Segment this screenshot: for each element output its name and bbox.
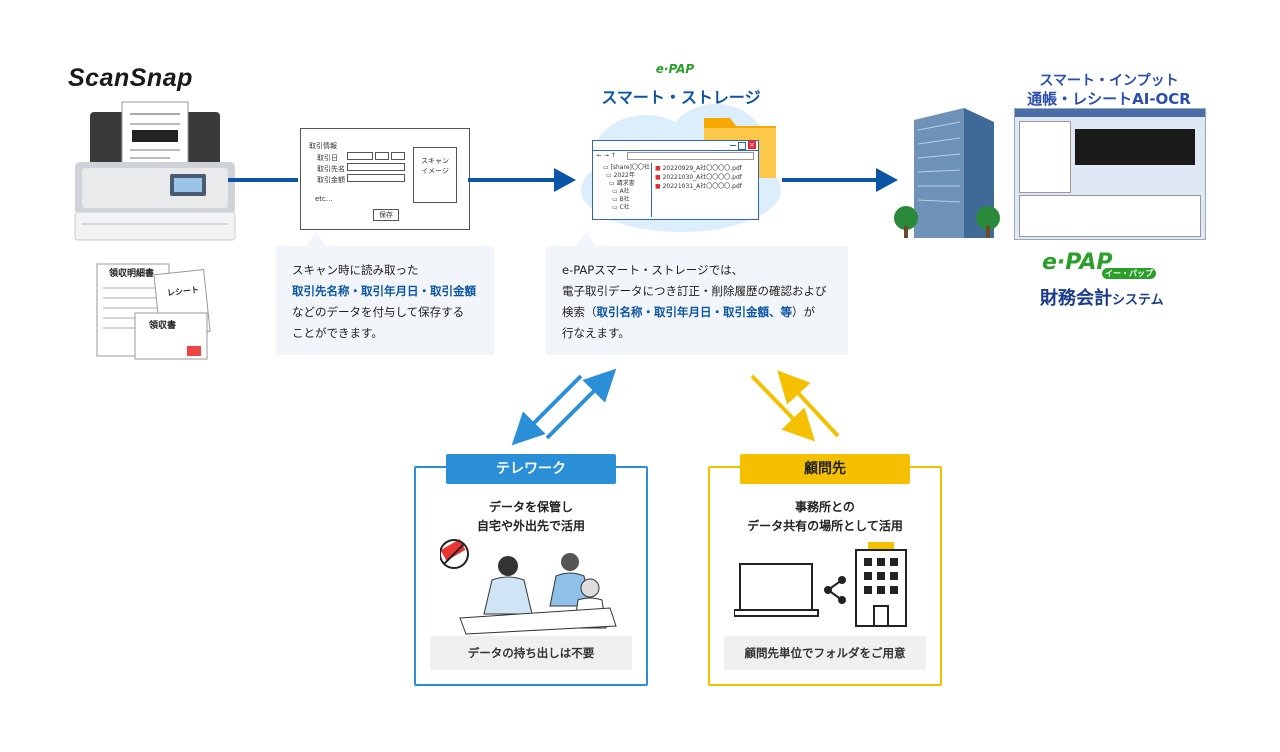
form-field-date-label: 取引日: [317, 154, 338, 162]
zaimu-logo: e·PAP イー・パップ 財務会計システム: [1040, 250, 1190, 310]
ryoshusho-label: 領収書: [149, 321, 177, 331]
date-input-day: [391, 152, 405, 160]
app-data-table: [1019, 195, 1201, 237]
callout-mid-line4: 行なえます。: [562, 326, 630, 340]
date-input-month: [375, 152, 389, 160]
window-titlebar: ×: [593, 141, 758, 151]
callout-storage: e-PAPスマート・ストレージでは、 電子取引データにつき訂正・削除履歴の確認お…: [546, 232, 848, 355]
flow-arrow-3: [782, 178, 878, 182]
address-bar: [627, 152, 754, 160]
callout-left-line3: などのデータを付与して保存する: [292, 305, 465, 319]
file-item: ■ 20221031_A社〇〇〇〇.pdf: [655, 183, 742, 190]
advisor-panel: 顧問先 事務所との データ共有の場所として活用 顧問先単位でフォルダをご用意: [708, 454, 942, 686]
advisor-title: 顧問先: [740, 454, 910, 484]
callout-mid-line2: 電子取引データにつき訂正・削除履歴の確認および: [562, 284, 827, 298]
storage-brand-logo: e·PAP: [655, 62, 695, 76]
form-header: 取引情報: [309, 142, 337, 150]
close-icon: ×: [748, 141, 756, 149]
app-image-strip: [1075, 129, 1195, 165]
tree-item: ▭ 2022年: [606, 172, 635, 179]
amount-input: [347, 174, 405, 182]
zaimu-title: 財務会計システム: [1040, 288, 1164, 309]
file-item: ■ 20221030_A社〇〇〇〇.pdf: [655, 174, 742, 181]
receipt-meisai-label: 領収明細書: [109, 269, 155, 279]
transaction-form: 取引情報 取引日 取引先名 取引金額 etc... スキャン イメージ 保存: [300, 128, 470, 230]
smart-input-title: スマート・インプット: [1039, 73, 1179, 89]
storage-title: スマート・ストレージ: [601, 88, 761, 107]
advisor-footer: 顧問先単位でフォルダをご用意: [724, 636, 926, 670]
save-button: 保存: [373, 209, 399, 221]
advisor-sync-arrows: [750, 370, 840, 442]
meeting-people-icon: [440, 539, 617, 635]
documents-icon: [96, 263, 211, 360]
nav-arrows-icon: ← → ↑: [597, 152, 616, 159]
flow-arrow-2-head: [554, 168, 576, 192]
zaimu-reading: イー・パップ: [1102, 268, 1156, 279]
file-explorer-window: × ← → ↑ ▭ [share]〇〇社 ▭ 2022年 ▭ 請求書 ▭ A社 …: [592, 140, 759, 220]
telework-title: テレワーク: [446, 454, 616, 484]
maximize-icon: [738, 142, 746, 150]
receipts-illustration: 領収明細書 レシート 領収書: [95, 258, 215, 363]
form-field-amount-label: 取引金額: [317, 176, 345, 184]
form-etc: etc...: [315, 195, 333, 203]
client-input: [347, 163, 405, 171]
file-item: ■ 20220929_A社〇〇〇〇.pdf: [655, 165, 742, 172]
tree-item: ▭ B社: [612, 196, 630, 203]
form-field-client-label: 取引先名: [317, 165, 345, 173]
folder-tree: ▭ [share]〇〇社 ▭ 2022年 ▭ 請求書 ▭ A社 ▭ B社 ▭ C…: [603, 164, 650, 212]
file-list: ■ 20220929_A社〇〇〇〇.pdf ■ 20221030_A社〇〇〇〇.…: [655, 164, 742, 191]
laptop-share-building-icon: [734, 542, 907, 627]
scan-image-preview: スキャン イメージ: [413, 147, 457, 203]
date-input-year: [347, 152, 373, 160]
scansnap-logo: ScanSnap: [68, 64, 193, 92]
flow-arrow-1: [228, 178, 298, 182]
callout-left-line1: スキャン時に読み取った: [292, 263, 419, 277]
app-titlebar: [1015, 109, 1205, 117]
callout-left-highlight: 取引先名称・取引年月日・取引金額: [292, 284, 476, 298]
callout-mid-line1: e-PAPスマート・ストレージでは、: [562, 263, 744, 277]
telework-desc: データを保管し 自宅や外出先で活用: [476, 500, 585, 533]
tree-item: ▭ C社: [612, 204, 630, 211]
callout-scan-data: スキャン時に読み取った 取引先名称・取引年月日・取引金額 などのデータを付与して…: [276, 232, 494, 355]
office-building-icon: [894, 108, 1000, 238]
window-divider: [651, 163, 652, 217]
scanner-icon: [74, 101, 236, 241]
telework-sync-arrows: [511, 368, 617, 446]
smart-input-subtitle: 通帳・レシートAI-OCR: [1027, 90, 1191, 108]
advisor-desc: 事務所との データ共有の場所として活用: [747, 500, 903, 533]
tree-item: ▭ 請求書: [609, 180, 635, 187]
zaimu-brand: e·PAP: [1042, 250, 1113, 275]
telework-footer: データの持ち出しは不要: [430, 636, 632, 670]
callout-mid-line3: 検索（取引名称・取引年月日・取引金額、等）が: [562, 305, 815, 319]
minimize-icon: [730, 145, 736, 146]
tree-item: ▭ A社: [612, 188, 630, 195]
flow-arrow-2: [468, 178, 556, 182]
callout-left-line4: ことができます。: [292, 326, 383, 340]
ocr-app-screenshot: [1014, 108, 1206, 240]
app-receipt-preview: [1019, 121, 1071, 193]
flow-arrow-3-head: [876, 168, 898, 192]
tree-item: ▭ [share]〇〇社: [603, 164, 650, 171]
telework-panel: テレワーク データを保管し 自宅や外出先で活用 データの持ち出しは不要: [414, 454, 648, 686]
